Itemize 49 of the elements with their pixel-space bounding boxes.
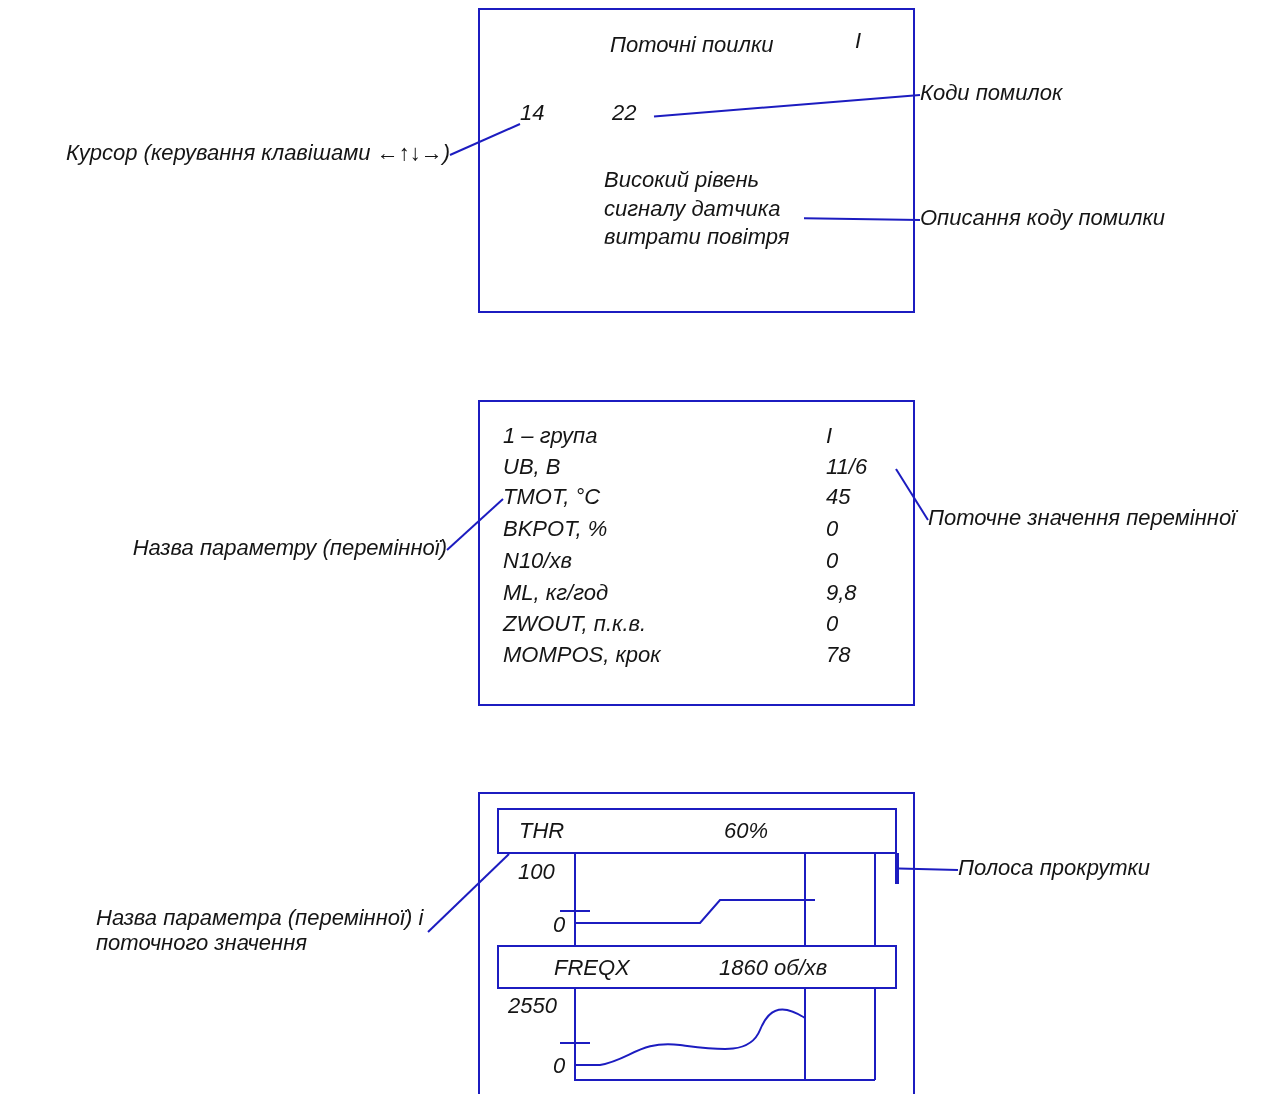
error-code: 22 xyxy=(612,100,654,130)
axis-value: 2550 xyxy=(508,993,557,1019)
parameter-name: BKPOT, % xyxy=(503,516,693,546)
error-description: Високий рівень сигналу датчика витрати повітря xyxy=(604,166,804,261)
parameter-value: 11/6 xyxy=(826,454,896,484)
leader-line xyxy=(653,94,921,118)
parameter-name: MOMPOS, крок xyxy=(503,642,693,672)
parameter-name: ZWOUT, п.к.в. xyxy=(503,611,693,641)
cursor-position-number: 14 xyxy=(520,100,560,130)
callout-text: Описання коду помилки xyxy=(920,205,1210,235)
axis-value: 0 xyxy=(553,1053,566,1079)
parameter-name: UB, B xyxy=(503,454,693,484)
callout-text: Назва параметру (перемінної) xyxy=(100,535,447,565)
page-number: I xyxy=(855,28,862,54)
parameter-name: 1 – група xyxy=(503,423,693,453)
parameter-name: THR xyxy=(519,818,565,844)
axis-value: 100 xyxy=(518,859,555,885)
leader-line xyxy=(895,468,929,521)
axis-value: 0 xyxy=(553,912,566,938)
parameter-value: 0 xyxy=(826,611,896,641)
leader-line xyxy=(898,867,959,871)
parameter-name: ML, кг/год xyxy=(503,580,693,610)
parameter-value: 45 xyxy=(826,484,896,514)
callout-text: Курсор (керування клавішами ←↑↓→) xyxy=(6,140,450,170)
callout-text: Коди помилок xyxy=(920,80,1120,110)
parameter-value: 0 xyxy=(826,516,896,546)
screen-title: Поточні поилки xyxy=(610,32,774,58)
parameter-header-bar xyxy=(497,808,897,854)
leader-line xyxy=(449,123,521,156)
parameter-value: I xyxy=(826,423,896,453)
parameter-value: 60% xyxy=(724,818,769,844)
parameter-name: FREQX xyxy=(554,955,630,981)
scrollbar xyxy=(895,853,899,884)
parameter-value: 9,8 xyxy=(826,580,896,610)
leader-line xyxy=(803,217,921,221)
parameter-value: 1860 об/хв xyxy=(719,955,828,981)
parameter-name: N10/хв xyxy=(503,548,693,578)
callout-text: Полоса прокрутки xyxy=(958,855,1198,885)
screen-frame xyxy=(478,400,915,706)
parameter-name: TMOT, °C xyxy=(503,484,693,514)
callout-text: Назва параметра (перемінної) і поточного значення xyxy=(96,905,428,965)
parameter-value: 0 xyxy=(826,548,896,578)
screen-frame xyxy=(478,792,915,1094)
parameter-value: 78 xyxy=(826,642,896,672)
callout-text: Поточне значення перемінної xyxy=(928,505,1263,535)
parameter-header-bar xyxy=(497,945,897,989)
leader-line xyxy=(427,853,510,933)
leader-line xyxy=(446,498,504,551)
screen-frame xyxy=(478,8,915,313)
